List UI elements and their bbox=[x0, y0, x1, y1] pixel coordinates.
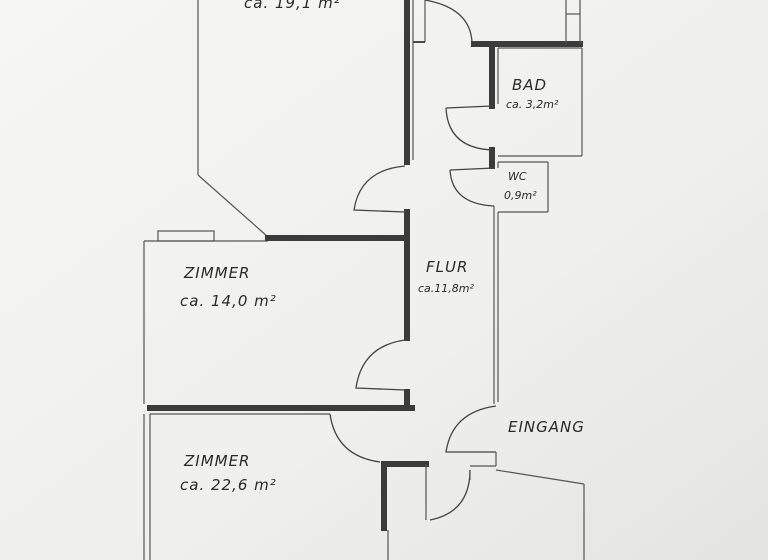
zimmer-1-room: ZIMMER ca. 14,0 m² bbox=[143, 230, 415, 411]
wc-area: 0,9m² bbox=[504, 189, 537, 202]
top-right-room-walls bbox=[424, 0, 583, 47]
entrance-area: EINGANG bbox=[387, 405, 585, 560]
bad-area: ca. 3,2m² bbox=[506, 98, 559, 111]
flur-name: FLUR bbox=[426, 258, 468, 276]
zimmer-1-name: ZIMMER bbox=[183, 264, 250, 282]
zimmer-2-area: ca. 22,6 m² bbox=[180, 476, 277, 494]
flur-walls: FLUR ca.11,8m² bbox=[353, 165, 499, 404]
bad-name: BAD bbox=[512, 76, 547, 94]
zimmer-1-area: ca. 14,0 m² bbox=[180, 292, 277, 310]
top-room-walls bbox=[197, 0, 425, 238]
bad-room: BAD ca. 3,2m² bbox=[445, 45, 583, 169]
wc-name: WC bbox=[508, 170, 527, 183]
zimmer-2-name: ZIMMER bbox=[183, 452, 250, 470]
eingang-label: EINGANG bbox=[508, 418, 585, 436]
top-room-area: ca. 19,1 m² bbox=[244, 0, 341, 12]
flur-area: ca.11,8m² bbox=[418, 282, 474, 295]
zimmer-2-room: ZIMMER ca. 22,6 m² bbox=[143, 413, 429, 560]
wc-room: WC 0,9m² bbox=[449, 161, 549, 213]
